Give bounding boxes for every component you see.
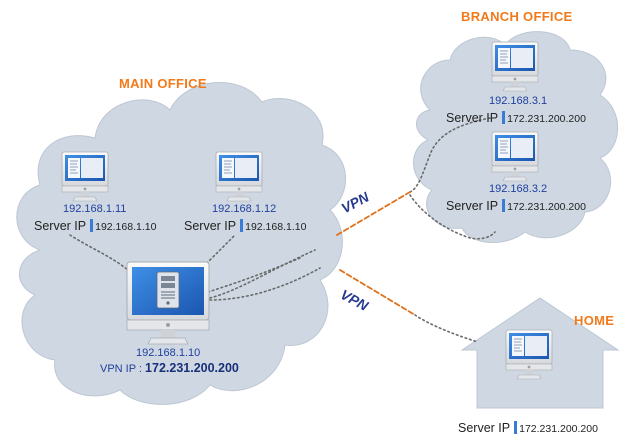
server-ip-label: Server IP [184, 219, 237, 233]
server-ip-value: 172.231.200.200 [519, 423, 598, 435]
main-client-2-server: Server IP 192.168.1.10 [184, 219, 306, 233]
server-ip-bar [502, 111, 506, 124]
branch-office-title: BRANCH OFFICE [461, 9, 573, 24]
main-client-1-ip: 192.168.1.11 [63, 203, 127, 215]
server-ip-label: Server IP [446, 111, 499, 125]
branch-client-1-ip: 192.168.3.1 [489, 95, 548, 107]
main-server-vpn-ip: VPN IP : 172.231.200.200 [100, 362, 239, 375]
link-lines [69, 117, 496, 343]
server-ip-bar [240, 219, 244, 232]
server-tower-icon [126, 261, 210, 345]
server-ip-label: Server IP [34, 219, 87, 233]
vpn-ip-label: VPN IP : [100, 363, 142, 375]
branch-client-1-server: Server IP 172.231.200.200 [446, 111, 586, 125]
server-ip-bar [502, 199, 506, 212]
home-client-server: Server IP 172.231.200.200 [458, 421, 598, 435]
home-title: HOME [574, 313, 615, 328]
main-client-1-server: Server IP 192.168.1.10 [34, 219, 156, 233]
vpn-ip-value: 172.231.200.200 [145, 361, 239, 375]
branch-client-2-ip: 192.168.3.2 [489, 183, 548, 195]
server-ip-label: Server IP [446, 199, 499, 213]
vpn-orange-lines [336, 191, 416, 316]
server-ip-bar [90, 219, 94, 232]
main-client-2-ip: 192.168.1.12 [212, 203, 277, 215]
server-ip-value: 192.168.1.10 [245, 221, 307, 233]
main-server-ip: 192.168.1.10 [136, 347, 201, 359]
branch-client-2-server: Server IP 172.231.200.200 [446, 199, 586, 213]
main-office-title: MAIN OFFICE [119, 76, 207, 91]
server-ip-value: 192.168.1.10 [95, 221, 157, 233]
server-ip-bar [514, 421, 518, 434]
server-ip-value: 172.231.200.200 [507, 201, 586, 213]
server-ip-value: 172.231.200.200 [507, 113, 586, 125]
server-ip-label: Server IP [458, 421, 511, 435]
